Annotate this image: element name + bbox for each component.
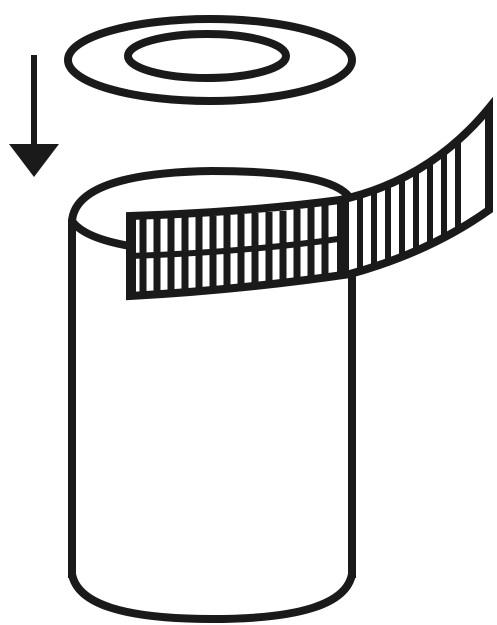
wrap-band-stripes-right (357, 142, 461, 270)
cylinder-bottom (68, 572, 356, 624)
cylinder-container (68, 166, 356, 624)
lid-inner-ellipse (124, 30, 290, 82)
wrap-band-stripes (139, 204, 329, 296)
cylinder-top-rim-front (68, 218, 131, 250)
cylinder-top-rim (68, 166, 354, 222)
wrap-band (126, 96, 493, 301)
arrow-head (9, 144, 59, 177)
lid-outer-ellipse (64, 15, 356, 105)
down-arrow-icon (9, 55, 59, 177)
lid-ring (64, 15, 356, 105)
